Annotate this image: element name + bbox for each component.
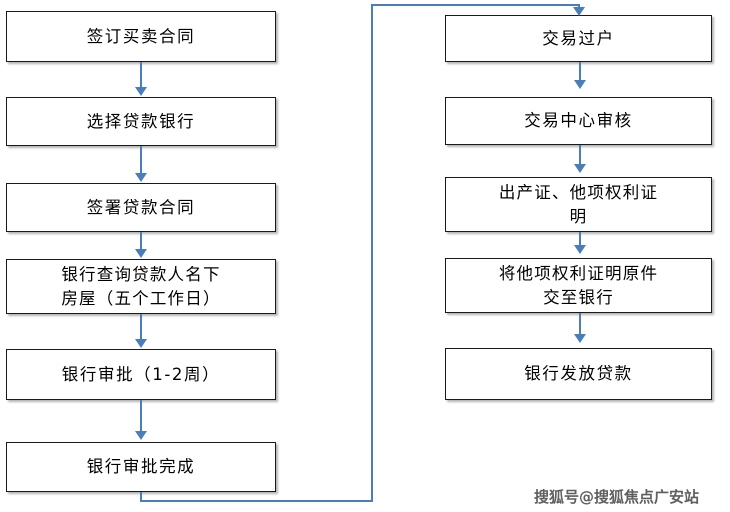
flow-node-transaction-center-review[interactable]: 交易中心审核 bbox=[445, 97, 712, 145]
flow-node-label: 交易过户 bbox=[542, 28, 615, 48]
flow-node-label: 签订买卖合同 bbox=[86, 26, 196, 46]
connector-n4-n5-arrowhead bbox=[134, 339, 147, 348]
connector-n6-n7-segment-top bbox=[371, 4, 580, 6]
connector-n8-n9-line bbox=[579, 145, 581, 167]
connector-n10-n11-arrowhead bbox=[573, 334, 586, 343]
connector-n6-n7-arrowhead bbox=[572, 7, 585, 16]
flow-node-label: 选择贷款银行 bbox=[86, 111, 196, 131]
flow-node-sign-loan-contract[interactable]: 签署贷款合同 bbox=[6, 183, 276, 232]
flow-node-bank-approval[interactable]: 银行审批（1-2周） bbox=[6, 349, 276, 400]
flow-node-label: 签署贷款合同 bbox=[86, 197, 196, 217]
connector-n8-n9-arrowhead bbox=[573, 164, 586, 173]
connector-n4-n5-line bbox=[140, 314, 142, 341]
connector-n6-n7-segment-down bbox=[140, 492, 142, 502]
flow-node-submit-certificate-to-bank[interactable]: 将他项权利证明原件 交至银行 bbox=[445, 258, 712, 313]
flow-node-label: 银行查询贷款人名下 房屋（五个工作日） bbox=[61, 264, 221, 308]
flow-node-bank-disburse-loan[interactable]: 银行发放贷款 bbox=[445, 348, 712, 400]
connector-n7-n8-line bbox=[579, 62, 581, 84]
flow-node-bank-property-search[interactable]: 银行查询贷款人名下 房屋（五个工作日） bbox=[6, 259, 276, 314]
connector-n5-n6-arrowhead bbox=[134, 431, 147, 440]
connector-n10-n11-line bbox=[579, 313, 581, 337]
watermark-text: 搜狐号@搜狐焦点广安站 bbox=[534, 488, 700, 506]
connector-n1-n2-arrowhead bbox=[134, 87, 147, 96]
connector-n2-n3-line bbox=[140, 146, 142, 175]
connector-n2-n3-arrowhead bbox=[134, 173, 147, 182]
connector-n1-n2-line bbox=[140, 62, 142, 89]
flow-node-label: 银行发放贷款 bbox=[524, 364, 633, 384]
flow-node-sign-sale-contract[interactable]: 签订买卖合同 bbox=[6, 11, 276, 62]
connector-n6-n7-segment-bottom bbox=[140, 500, 373, 502]
connector-n5-n6-line bbox=[140, 400, 142, 433]
flow-node-transaction-transfer[interactable]: 交易过户 bbox=[445, 15, 712, 62]
connector-n6-n7-segment-up bbox=[371, 5, 373, 502]
connector-n9-n10-line bbox=[579, 232, 581, 246]
flow-node-issue-certificates[interactable]: 出产证、他项权利证 明 bbox=[445, 177, 712, 232]
connector-n3-n4-line bbox=[140, 232, 142, 251]
connector-n9-n10-arrowhead bbox=[573, 245, 586, 254]
flow-node-choose-loan-bank[interactable]: 选择贷款银行 bbox=[6, 97, 276, 146]
flow-node-label: 出产证、他项权利证 明 bbox=[498, 182, 659, 226]
flow-node-label: 银行审批（1-2周） bbox=[61, 364, 221, 384]
connector-n7-n8-arrowhead bbox=[573, 80, 586, 89]
flow-node-label: 将他项权利证明原件 交至银行 bbox=[498, 263, 659, 307]
flow-node-bank-approval-complete[interactable]: 银行审批完成 bbox=[6, 442, 276, 492]
flow-node-label: 交易中心审核 bbox=[524, 111, 633, 131]
connector-n3-n4-arrowhead bbox=[134, 249, 147, 258]
flow-node-label: 银行审批完成 bbox=[86, 457, 196, 477]
